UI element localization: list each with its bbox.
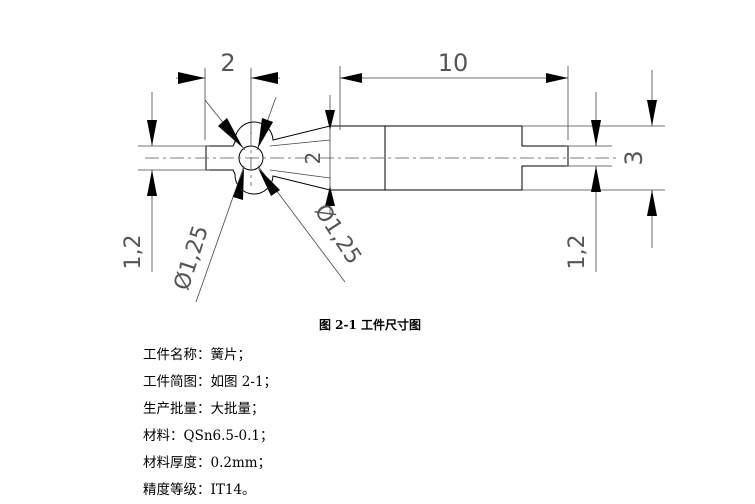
- workpiece-drawing: 2 10 2 3 1,2 1,2 Ø1,25 Ø1,25: [121, 49, 665, 303]
- spec-production-batch: 生产批量：大批量；: [143, 401, 265, 417]
- dim-diameter-right: Ø1,25: [309, 200, 366, 269]
- dim-left-lower: 1,2: [121, 235, 146, 270]
- dim-inner-height: 2: [301, 152, 325, 165]
- spec-material-thickness: 材料厚度：0.2mm；: [143, 455, 272, 471]
- figure-caption: 图 2-1 工件尺寸图: [318, 318, 422, 332]
- dim-right-lower: 1,2: [565, 235, 590, 270]
- spec-precision-grade: 精度等级：IT14。: [143, 482, 256, 498]
- dim-top-right: 10: [438, 49, 469, 77]
- spec-material: 材料：QSn6.5-0.1；: [143, 428, 274, 444]
- dim-top-left: 2: [220, 49, 235, 77]
- dim-diameter-left: Ø1,25: [170, 223, 214, 294]
- dim-right-height: 3: [620, 150, 648, 165]
- spec-workpiece-name: 工件名称：簧片；: [143, 347, 251, 363]
- spec-workpiece-sketch: 工件简图：如图 2-1；: [143, 374, 278, 390]
